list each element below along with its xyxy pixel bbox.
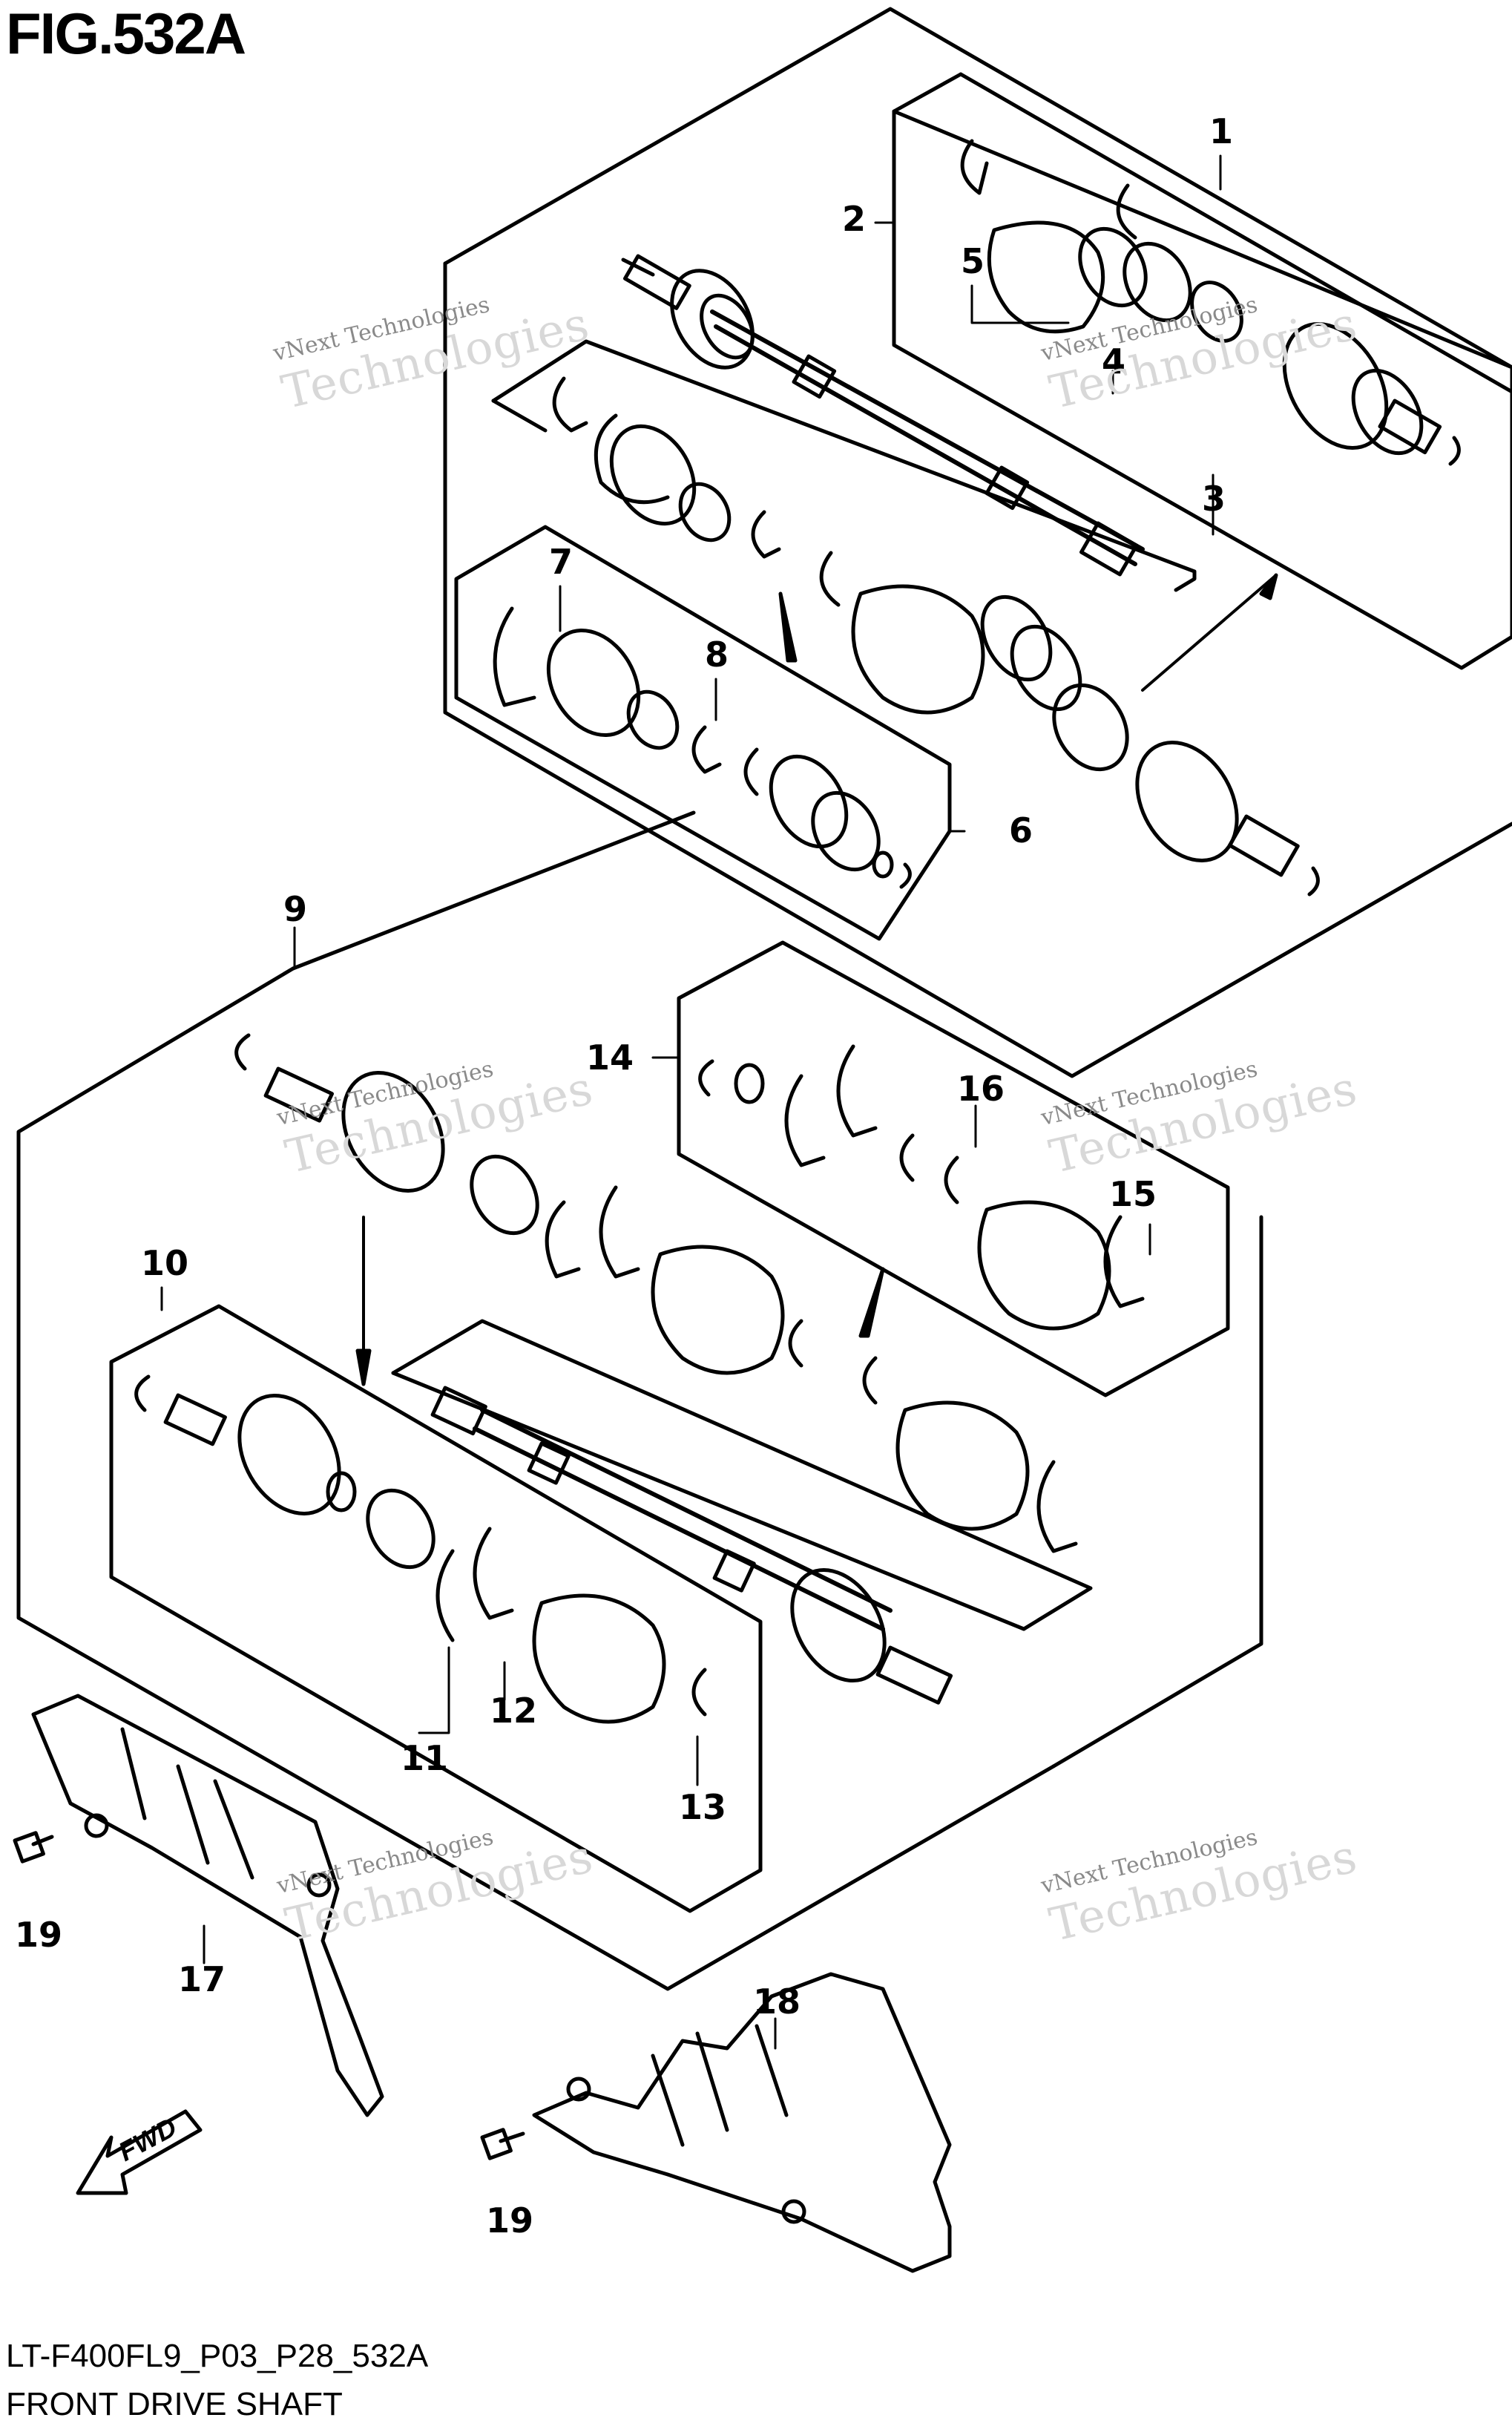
heat-shield-18: [532, 1972, 952, 2273]
callout-12[interactable]: 12: [490, 1691, 538, 1731]
figure-code: LT-F400FL9_P03_P28_532A: [6, 2338, 429, 2374]
callout-19-left[interactable]: 19: [15, 1915, 63, 1955]
lower-drive-shaft: [134, 1033, 1145, 1724]
lower-assembly-frame: [16, 810, 1263, 1991]
callout-17[interactable]: 17: [178, 1959, 226, 1999]
fwd-direction-arrow[interactable]: [76, 2109, 203, 2195]
callout-3[interactable]: 3: [1202, 479, 1226, 519]
callout-15[interactable]: 15: [1109, 1174, 1157, 1214]
callout-8[interactable]: 8: [705, 635, 729, 675]
callout-10[interactable]: 10: [141, 1243, 189, 1283]
callout-19-right[interactable]: 19: [486, 2200, 534, 2241]
upper-assembly-frame: [443, 7, 1512, 1078]
upper-boots-and-clamps: [493, 139, 1320, 897]
callout-14[interactable]: 14: [586, 1038, 634, 1078]
figure-title: FIG.532A: [6, 1, 246, 66]
bolt-19-left: [13, 1831, 54, 1864]
callout-leader-lines: [160, 154, 1222, 2050]
callout-1[interactable]: 1: [1209, 111, 1234, 151]
callout-9[interactable]: 9: [283, 889, 308, 929]
callout-6[interactable]: 6: [1009, 810, 1033, 850]
callout-4[interactable]: 4: [1102, 341, 1126, 381]
callout-5[interactable]: 5: [961, 241, 985, 281]
heat-shield-17: [31, 1694, 384, 2117]
callout-13[interactable]: 13: [679, 1787, 727, 1827]
figure-name: FRONT DRIVE SHAFT: [6, 2386, 343, 2422]
upper-drive-shaft: [621, 254, 1461, 577]
callout-2[interactable]: 2: [842, 199, 867, 239]
callout-18[interactable]: 18: [753, 1982, 801, 2022]
callout-7[interactable]: 7: [549, 542, 573, 582]
callout-11[interactable]: 11: [401, 1738, 449, 1778]
callout-16[interactable]: 16: [957, 1069, 1005, 1109]
bolt-19-right: [480, 2128, 525, 2160]
